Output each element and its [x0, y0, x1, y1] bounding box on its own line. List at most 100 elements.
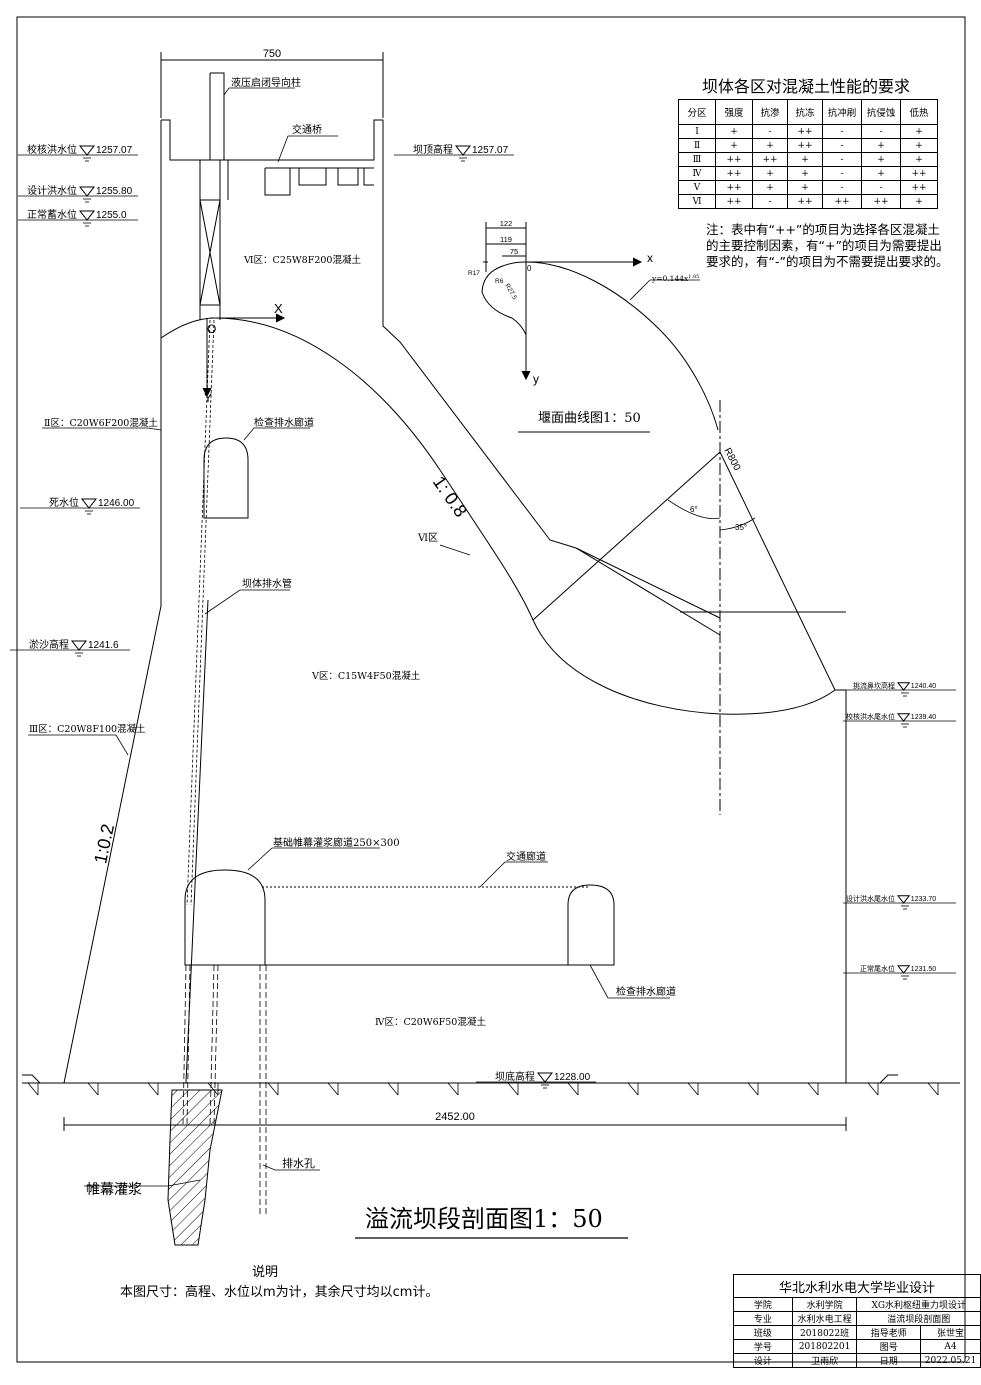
req-cell: +	[715, 124, 753, 139]
weir-curve-title: 堰面曲线图1：50	[538, 411, 641, 426]
level-name: 淤沙高程	[29, 638, 69, 651]
req-cell: Ⅳ	[678, 166, 716, 181]
req-cell: +	[900, 138, 938, 153]
ground-hatching	[27, 1082, 939, 1096]
level-value: 1240.40	[911, 683, 936, 690]
req-row: Ⅵ++-+++++++	[678, 194, 938, 209]
req-cell: ++	[861, 194, 901, 209]
foundation-line	[22, 1074, 960, 1084]
title-block-cell: 设计	[733, 1353, 793, 1368]
zone6-short-label: Ⅵ区	[417, 532, 438, 544]
title-block-cell: 专业	[733, 1311, 793, 1326]
title-block-cell: 班级	[733, 1325, 793, 1340]
ground-tick	[627, 1082, 639, 1096]
drain-pipe-label: 坝体排水管	[242, 577, 292, 590]
req-cell: ++	[752, 152, 788, 167]
origin-label: O	[207, 322, 216, 336]
level-value: 1239.40	[911, 714, 936, 721]
bucket-angle2: 35°	[735, 523, 747, 532]
req-cell: +	[900, 194, 938, 209]
req-cell: -	[822, 138, 862, 153]
requirements-title: 坝体各区对混凝土性能的要求	[701, 77, 910, 96]
zone5-label: Ⅴ区：C15W4F50混凝土	[311, 670, 421, 682]
req-header-cell: 低热	[900, 99, 938, 125]
req-cell: +	[752, 138, 788, 153]
base-dimension	[63, 1117, 847, 1131]
top-dimension	[160, 52, 384, 118]
req-cell: ++	[787, 194, 823, 209]
top-width-text: 750	[263, 48, 281, 60]
foundation-holes	[182, 964, 267, 1215]
req-cell: +	[715, 138, 753, 153]
weir-radius-1: R17	[468, 270, 480, 277]
weir-dim-3: 75	[510, 247, 518, 256]
req-cell: Ⅰ	[678, 124, 716, 139]
req-cell: +	[861, 152, 901, 167]
req-cell: ++	[822, 194, 862, 209]
crest-axes	[202, 313, 286, 398]
req-header-cell: 抗冲刷	[822, 99, 862, 125]
req-cell: ++	[900, 180, 938, 195]
requirements-note: 注：表中有“++”的项目为选择各区混凝土的主要控制因素，有“+”的项目为需要提出…	[706, 222, 949, 269]
req-cell: ++	[900, 166, 938, 181]
ground-tick	[207, 1082, 219, 1096]
level-name: 坝底高程	[495, 1070, 535, 1083]
title-block-cell: 学院	[733, 1297, 793, 1312]
lower-gallery-label: 检查排水廊道	[616, 985, 676, 998]
level-name: 死水位	[49, 496, 79, 509]
level-value: 1246.00	[98, 498, 135, 509]
level-value: 1257.07	[472, 145, 509, 156]
req-cell: ++	[715, 166, 753, 181]
drawing-title: 溢流坝段剖面图1：50	[365, 1205, 603, 1233]
ground-tick	[387, 1082, 399, 1096]
upstream-slope-label: 1:0.2	[90, 822, 118, 865]
weir-axis-y: y	[533, 372, 539, 386]
req-header-cell: 抗侵蚀	[861, 99, 901, 125]
req-header-cell: 强度	[715, 99, 753, 125]
bucket-radius: R800	[721, 446, 742, 473]
title-block-cell: 日期	[856, 1353, 922, 1368]
grout-gallery-label: 基础帷幕灌浆廊道250×300	[273, 836, 400, 849]
weir-radius-2: R6	[495, 278, 504, 285]
level-value: 1257.07	[96, 145, 133, 156]
weir-curve-inset	[481, 222, 719, 431]
water-level-mark: 死水位 1246.00	[20, 496, 140, 515]
req-cell: +	[752, 180, 788, 195]
req-cell: Ⅵ	[678, 194, 716, 209]
weir-equation: y=0.144x1.85	[651, 274, 699, 283]
weir-dim-2: 119	[500, 235, 512, 244]
water-level-mark: 淤沙高程 1241.6	[10, 638, 130, 657]
guide-column-label: 液压启闭导向柱	[231, 76, 301, 89]
curtain-grout-label: 帷幕灌浆	[86, 1182, 142, 1198]
ground-tick	[267, 1082, 279, 1096]
req-cell: +	[787, 180, 823, 195]
level-value: 1241.6	[88, 640, 119, 651]
upper-gallery-label: 检查排水廊道	[254, 416, 314, 429]
level-value: 1255.80	[96, 186, 133, 197]
ground-tick	[807, 1082, 819, 1096]
req-cell: ++	[715, 152, 753, 167]
title-block-row: 专业水利水电工程溢流坝段剖面图	[733, 1311, 981, 1326]
req-cell: +	[900, 124, 938, 139]
weir-origin: 0	[527, 264, 532, 273]
req-cell: +	[787, 152, 823, 167]
ground-tick	[87, 1082, 99, 1096]
req-row: Ⅴ++++--++	[678, 180, 938, 195]
req-header-cell: 抗冻	[787, 99, 823, 125]
title-block-school: 华北水利水电大学毕业设计	[733, 1274, 981, 1298]
title-block-cell: XG水利枢纽重力坝设计	[856, 1297, 981, 1312]
req-cell: Ⅲ	[678, 152, 716, 167]
req-row: Ⅱ++++-++	[678, 138, 938, 153]
req-cell: -	[752, 124, 788, 139]
